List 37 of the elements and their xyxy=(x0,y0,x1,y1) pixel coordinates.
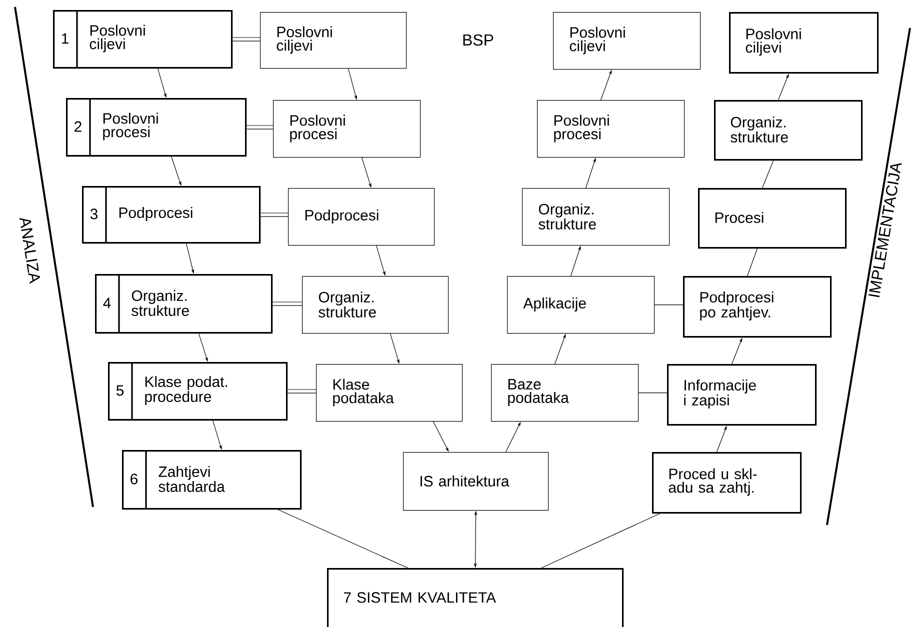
process-box: Aplikacije xyxy=(507,276,655,334)
connector xyxy=(232,37,260,42)
connector xyxy=(638,392,668,394)
connector xyxy=(272,302,302,306)
process-box: Podprocesi po zahtjev. xyxy=(683,276,832,338)
process-box: Organiz. strukture xyxy=(714,100,863,161)
connector xyxy=(246,125,273,130)
process-box: Informacije i zapisi xyxy=(667,364,817,426)
process-box: Baze podataka xyxy=(491,364,639,422)
process-box: Poslovni ciljevi xyxy=(729,12,879,74)
process-box: 3 Podprocesi xyxy=(82,186,261,244)
process-box: Poslovni procesi xyxy=(537,100,685,158)
connector xyxy=(747,248,758,276)
process-box: 4 Organiz. strukture xyxy=(95,274,273,334)
process-box: Poslovni ciljevi xyxy=(553,12,701,70)
connector xyxy=(540,513,660,568)
connector xyxy=(654,304,684,306)
side-label: BSP xyxy=(463,34,494,46)
process-box: Procesi xyxy=(698,188,847,249)
process-box: 1 Poslovni ciljevi xyxy=(53,10,233,69)
process-box: Poslovni ciljevi xyxy=(260,12,407,69)
side-label: ANALIZA xyxy=(19,218,40,284)
process-box: Klase podataka xyxy=(316,364,463,422)
process-box: IS arhitektura xyxy=(403,452,549,511)
process-box: 2 Poslovni procesi xyxy=(66,98,247,157)
connector xyxy=(278,509,408,568)
process-box: Proced u skl-adu sa zahtj. xyxy=(652,452,802,514)
connector xyxy=(260,212,288,217)
process-box: Poslovni procesi xyxy=(273,100,421,158)
process-box: 5 Klase podat. procedure xyxy=(108,362,288,421)
connector xyxy=(288,389,316,394)
process-box: 7 SISTEM KVALITETA xyxy=(327,568,624,627)
process-box: Organiz. strukture xyxy=(522,188,670,246)
process-box: 6 Zahtjevi standarda xyxy=(122,450,302,510)
connector xyxy=(762,160,774,188)
process-box: Podprocesi xyxy=(288,188,435,246)
process-box: Organiz. strukture xyxy=(302,276,449,334)
